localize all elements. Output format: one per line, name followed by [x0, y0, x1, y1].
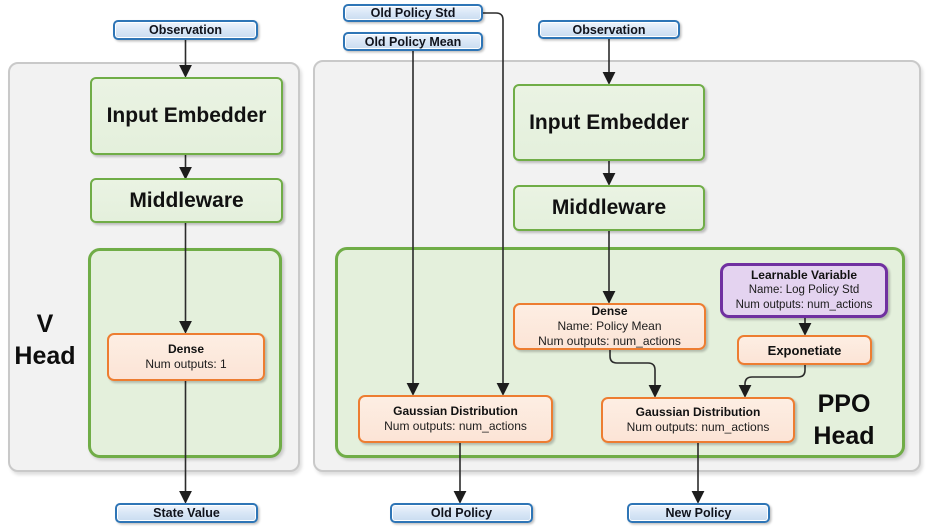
v-head-line1: V [36, 310, 54, 338]
observation-input-left: Observation [113, 20, 258, 40]
exponetiate-box: Exponetiate [737, 335, 872, 365]
input-embedder-box-right: Input Embedder [513, 84, 705, 161]
dense-v-title: Dense [167, 342, 205, 356]
gaussian-new-title: Gaussian Distribution [635, 405, 761, 419]
learnable-num-outputs: Num outputs: num_actions [735, 299, 873, 311]
old-policy-mean-input: Old Policy Mean [343, 32, 483, 51]
v-head-line2: Head [14, 342, 76, 370]
ppo-head-label: PPO Head [804, 388, 884, 452]
old-policy-output: Old Policy [390, 503, 533, 523]
dense-v-num-outputs: Num outputs: 1 [145, 357, 227, 371]
old-policy-std-input: Old Policy Std [343, 4, 483, 22]
middleware-box-right: Middleware [513, 185, 705, 231]
ppo-head-line1: PPO [817, 390, 871, 418]
input-embedder-box-left: Input Embedder [90, 77, 283, 155]
ppo-head-line2: Head [813, 422, 875, 450]
observation-input-right: Observation [538, 20, 680, 39]
learnable-variable-box: Learnable Variable Name: Log Policy Std … [720, 263, 888, 318]
dense-box-v: Dense Num outputs: 1 [107, 333, 265, 381]
dense-pm-name: Name: Policy Mean [557, 319, 662, 333]
exponetiate-label: Exponetiate [767, 342, 842, 358]
gaussian-old-num-outputs: Num outputs: num_actions [384, 419, 527, 433]
dense-pm-num-outputs: Num outputs: num_actions [538, 334, 681, 348]
state-value-output: State Value [115, 503, 258, 523]
dense-pm-title: Dense [591, 304, 628, 318]
gaussian-distribution-box-old: Gaussian Distribution Num outputs: num_a… [358, 395, 553, 443]
gaussian-old-title: Gaussian Distribution [393, 404, 518, 418]
dense-box-policy-mean: Dense Name: Policy Mean Num outputs: num… [513, 303, 706, 350]
learnable-title: Learnable Variable [750, 268, 858, 282]
gaussian-new-num-outputs: Num outputs: num_actions [626, 420, 770, 434]
gaussian-distribution-box-new: Gaussian Distribution Num outputs: num_a… [601, 397, 795, 443]
middleware-box-left: Middleware [90, 178, 283, 223]
v-head-label: V Head [10, 308, 80, 372]
new-policy-output: New Policy [627, 503, 770, 523]
learnable-name: Name: Log Policy Std [748, 284, 860, 296]
